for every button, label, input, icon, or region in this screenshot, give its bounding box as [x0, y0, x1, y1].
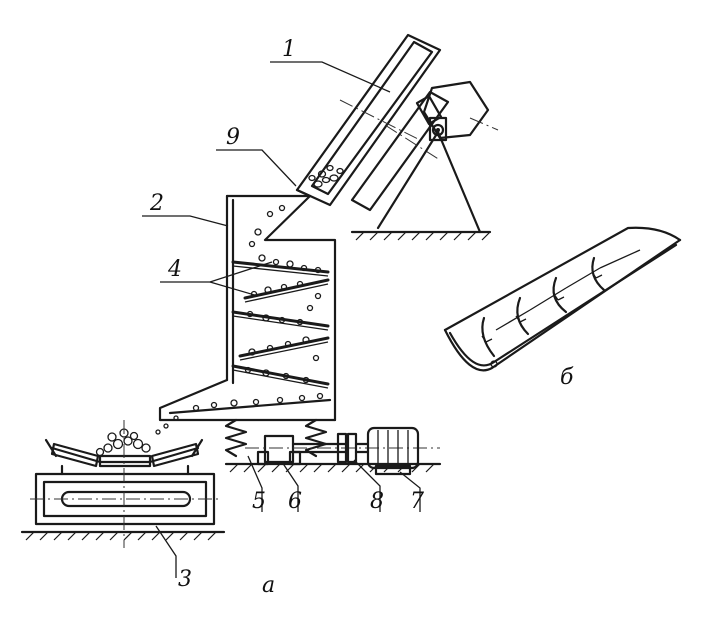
label-view-a: а: [262, 573, 275, 598]
vibration-drive: [224, 418, 442, 476]
label-inlet: 9: [226, 125, 240, 150]
callout-labels: 1 9 2 4 5 6 8 7 3 а б: [149, 37, 574, 598]
label-view-b: б: [560, 365, 574, 390]
label-spring: 5: [252, 489, 266, 514]
inclined-feeder: [295, 33, 499, 241]
belt-conveyor: [20, 420, 226, 548]
cascade-chute: [155, 188, 337, 435]
label-coupling: 8: [370, 489, 384, 514]
leader-lines: [142, 61, 421, 578]
label-motor: 7: [410, 489, 424, 514]
label-shelves: 4: [167, 257, 182, 282]
label-chute: 2: [149, 191, 164, 216]
label-conveyor: 3: [178, 567, 192, 592]
label-feeder: 1: [282, 37, 296, 62]
shelf-detail-view: [443, 226, 682, 372]
label-vibrator: 6: [288, 489, 302, 514]
